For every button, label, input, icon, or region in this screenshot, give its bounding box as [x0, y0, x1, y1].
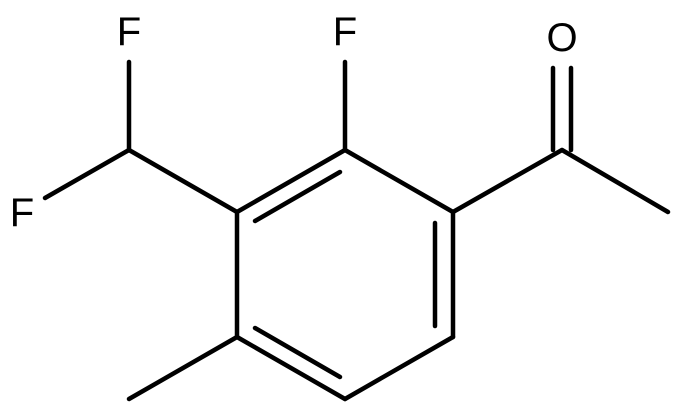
- ring-bond-c2-c1: [342, 147, 456, 215]
- bond-c1-carbonyl: [450, 147, 565, 215]
- bond-carbonyl-methyl: [559, 147, 671, 215]
- bond-c4-methyl: [126, 334, 240, 402]
- ring-bond-c2-c3-inner: [252, 169, 343, 224]
- atom-f-ring: F: [333, 10, 357, 54]
- ring-bond-c6-c5: [342, 334, 456, 402]
- atom-o-carbonyl: O: [546, 16, 577, 60]
- atom-labels: F F F O: [10, 10, 578, 235]
- ring-bond-c2-c3: [234, 147, 348, 215]
- ring-bond-c5-c4: [234, 334, 348, 402]
- atom-f-chf2-left: F: [10, 191, 34, 235]
- bonds: [42, 59, 671, 402]
- atom-f-chf2-top: F: [117, 10, 141, 54]
- ring-bond-c5-c4-inner: [252, 325, 343, 380]
- bond-c3-chf2: [126, 147, 240, 215]
- bond-chf2-f-left: [42, 147, 132, 201]
